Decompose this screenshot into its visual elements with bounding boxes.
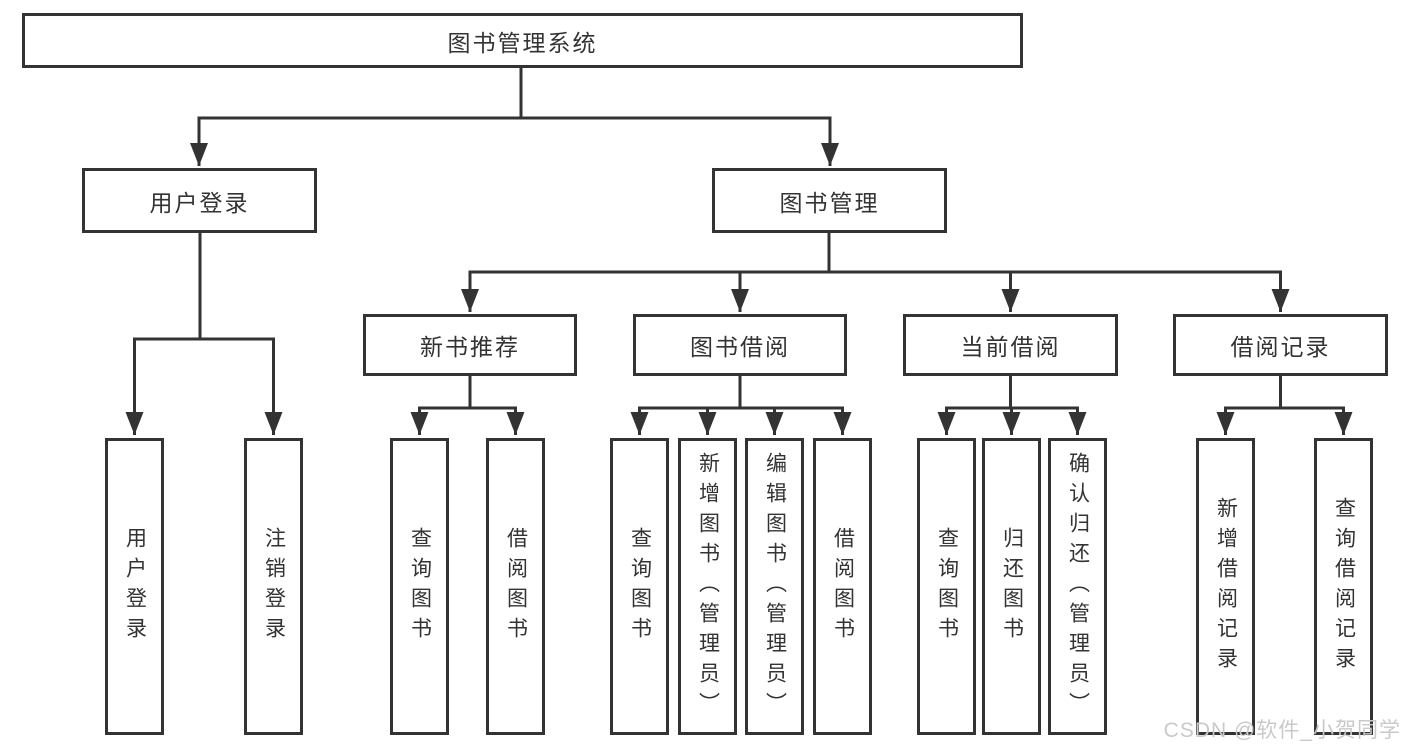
- leaf-add-books-admin: 新增图书（管理员）: [678, 438, 737, 735]
- leaf-add-borrow-record: 新增借阅记录: [1196, 438, 1255, 735]
- leaf-borrow-books: 借阅图书: [813, 438, 872, 735]
- leaf-query-books-borrowing-label: 查询图书: [628, 526, 652, 647]
- node-library-system-label: 图书管理系统: [447, 29, 598, 56]
- leaf-add-borrow-record-label: 新增借阅记录: [1214, 496, 1238, 677]
- leaf-edit-books-admin: 编辑图书（管理员）: [745, 438, 804, 735]
- leaf-add-books-admin-label: 新增图书（管理员）: [696, 451, 720, 722]
- leaf-query-books-current: 查询图书: [917, 438, 976, 735]
- leaf-query-books-borrowing: 查询图书: [610, 438, 669, 735]
- node-new-book-recommendation-label: 新书推荐: [420, 334, 520, 360]
- leaf-confirm-return-admin-label: 确认归还（管理员）: [1066, 451, 1090, 722]
- leaf-query-borrow-record: 查询借阅记录: [1314, 438, 1373, 735]
- node-book-management-label: 图书管理: [779, 189, 880, 216]
- leaf-query-borrow-record-label: 查询借阅记录: [1332, 496, 1356, 677]
- node-book-borrowing-label: 图书借阅: [690, 334, 790, 360]
- leaf-borrow-books-label: 借阅图书: [831, 526, 855, 647]
- leaf-return-books: 归还图书: [982, 438, 1041, 735]
- leaf-user-login-label: 用户登录: [123, 526, 147, 647]
- node-current-borrowing-label: 当前借阅: [960, 334, 1061, 360]
- leaf-query-books-current-label: 查询图书: [935, 526, 959, 647]
- leaf-query-books-recommend: 查询图书: [390, 438, 449, 735]
- node-library-system: 图书管理系统: [22, 13, 1023, 68]
- node-book-borrowing: 图书借阅: [633, 314, 847, 376]
- node-book-management: 图书管理: [712, 168, 947, 233]
- node-user-login: 用户登录: [82, 168, 317, 233]
- watermark-text: CSDN @软件_小贺同学: [1163, 719, 1401, 742]
- leaf-logout: 注销登录: [244, 438, 303, 735]
- leaf-logout-label: 注销登录: [262, 526, 286, 647]
- leaf-edit-books-admin-label: 编辑图书（管理员）: [763, 451, 787, 722]
- node-current-borrowing: 当前借阅: [903, 314, 1118, 376]
- leaf-borrow-books-recommend: 借阅图书: [486, 438, 545, 735]
- node-new-book-recommendation: 新书推荐: [363, 314, 577, 376]
- leaf-return-books-label: 归还图书: [1000, 526, 1024, 647]
- leaf-confirm-return-admin: 确认归还（管理员）: [1048, 438, 1107, 735]
- node-user-login-label: 用户登录: [149, 189, 250, 216]
- leaf-query-books-recommend-label: 查询图书: [408, 526, 432, 647]
- node-borrowing-records: 借阅记录: [1173, 314, 1388, 376]
- leaf-borrow-books-recommend-label: 借阅图书: [504, 526, 528, 647]
- leaf-user-login: 用户登录: [105, 438, 164, 735]
- node-borrowing-records-label: 借阅记录: [1230, 334, 1331, 360]
